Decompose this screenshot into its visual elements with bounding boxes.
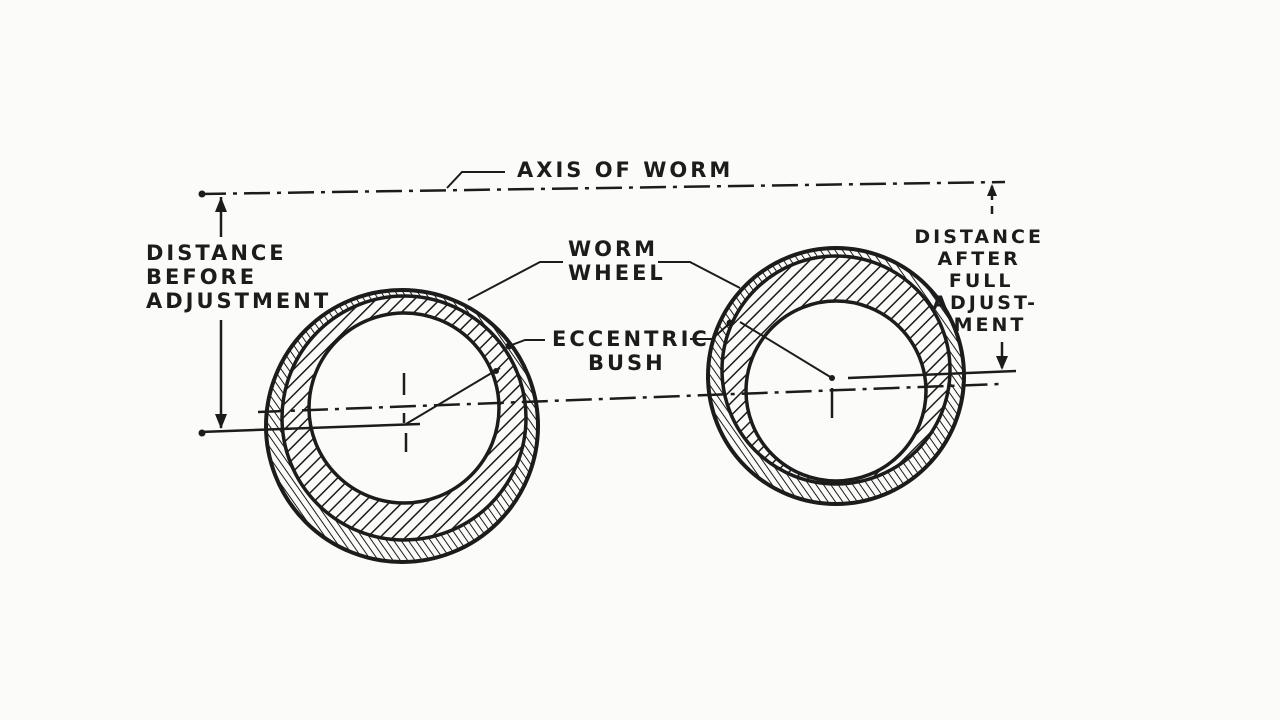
distance-after-label: DISTANCE AFTER FULL ADJUST- MENT: [914, 226, 1053, 336]
axis-of-worm-leader: [446, 171, 505, 189]
wheel-center-line: [198, 369, 1017, 437]
left-bore: [307, 311, 501, 505]
eccentric-bush-leaders: [505, 319, 734, 350]
axis-of-worm-line: [198, 180, 1006, 198]
axis-of-worm-label: AXIS OF WORM: [517, 158, 733, 182]
eccentricity-lines: [405, 321, 835, 425]
eccentric-bush-label: ECCENTRIC BUSH: [552, 327, 720, 375]
worm-wheel-before-adjustment: [264, 288, 540, 564]
distance-before-label: DISTANCE BEFORE ADJUSTMENT: [146, 241, 331, 313]
distance-after-dimension: [987, 184, 1008, 370]
worm-wheel-label: WORM WHEEL: [568, 237, 668, 285]
worm-wheel-leaders: [467, 261, 741, 301]
distance-before-dimension: [215, 197, 227, 429]
